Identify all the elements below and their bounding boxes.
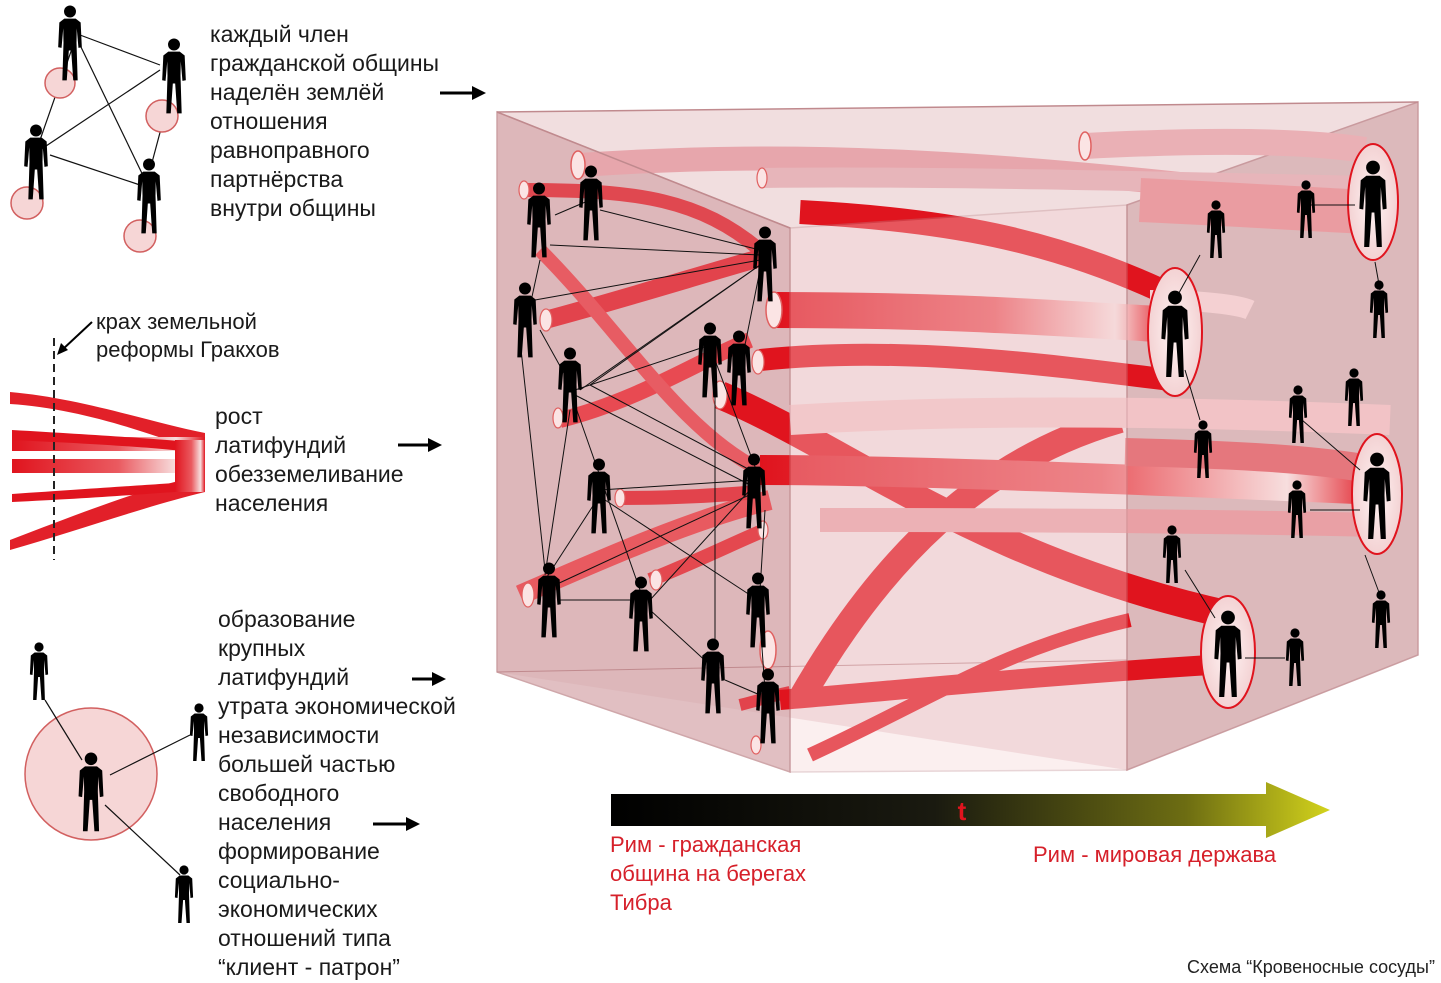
diagram-caption: Схема “Кровеносные сосуды” [1187, 956, 1435, 978]
timeline-end-label: Рим - мировая держава [1033, 840, 1276, 869]
prism-front [496, 111, 1128, 773]
arrow-right-icon [373, 817, 420, 831]
latifundia-line: обезземеливание [215, 461, 404, 487]
latifundia-line: рост [215, 403, 263, 429]
community-line: равноправного [210, 137, 370, 163]
reform-line: реформы Гракхов [96, 337, 280, 362]
latifundia-line: населения [215, 490, 329, 516]
client-patron-line: латифундий [218, 664, 350, 690]
client-patron-line: образование [218, 606, 356, 632]
community-line: внутри общины [210, 195, 376, 221]
client-patron-line: формирование [218, 838, 380, 864]
client-patron-line: населения [218, 809, 332, 835]
time-axis-label: t [958, 796, 967, 826]
timeline-end-text: Рим - мировая держава [1033, 842, 1277, 867]
client-patron-line: утрата экономической [218, 693, 456, 719]
client-patron-line: независимости [218, 722, 380, 748]
person-icon [174, 865, 194, 923]
caption-text: Схема “Кровеносные сосуды” [1187, 957, 1435, 977]
client-patron-line: крупных [218, 635, 306, 661]
client-patron-line: социально- [218, 867, 340, 893]
client-patron-line: свободного [218, 780, 340, 806]
timeline-start-line: Тибра [610, 890, 672, 915]
client-patron-network [24, 642, 446, 923]
community-line: наделён землёй [210, 79, 385, 105]
timeline-arrow: t [611, 782, 1330, 838]
arrow-right-icon [412, 672, 446, 686]
client-patron-line: “клиент - патрон” [218, 954, 400, 980]
arrow-pointer-icon [57, 321, 93, 355]
arrow-right-icon [398, 438, 442, 452]
latifundia-vessels [10, 321, 442, 560]
latifundia-line: латифундий [215, 432, 347, 458]
client-patron-line: отношений типа [218, 925, 391, 951]
community-text: каждый член гражданской общины наделён з… [210, 20, 439, 223]
client-patron-text: образование крупных латифундий утрата эк… [218, 605, 456, 982]
timeline-start-line: Рим - гражданская [610, 832, 802, 857]
community-line: отношения [210, 108, 328, 134]
reform-line: крах земельной [96, 309, 257, 334]
timeline-start-label: Рим - гражданская община на берегах Тибр… [610, 830, 806, 917]
person-icon [189, 703, 209, 761]
community-line: каждый член [210, 21, 349, 47]
timeline-start-line: община на берегах [610, 861, 807, 886]
latifundia-growth-text: рост латифундий обезземеливание населени… [215, 402, 404, 518]
client-patron-line: большей частью [218, 751, 396, 777]
community-line: партнёрства [210, 166, 344, 192]
community-line: гражданской общины [210, 50, 440, 76]
person-icon [29, 642, 49, 700]
community-network [10, 5, 486, 253]
reform-collapse-label: крах земельной реформы Гракхов [96, 308, 280, 364]
arrow-right-icon [440, 86, 486, 100]
client-patron-line: экономических [218, 896, 378, 922]
